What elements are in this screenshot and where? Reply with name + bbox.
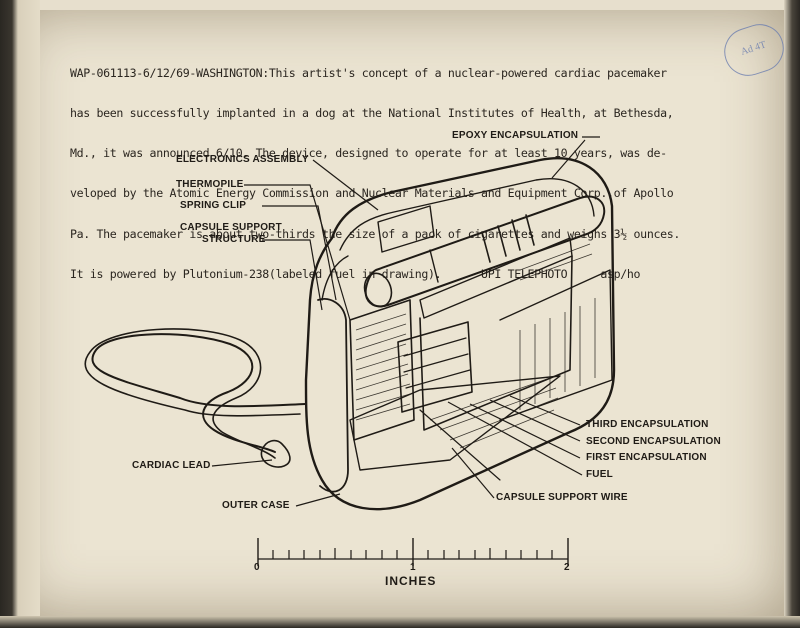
leader-cardiac xyxy=(211,459,273,467)
label-capsule-support: CAPSULE SUPPORT xyxy=(180,222,282,233)
leader-third xyxy=(509,395,581,426)
capsule-end xyxy=(363,272,393,308)
caption-line: has been successfully implanted in a dog… xyxy=(70,106,674,121)
cutaway-edge xyxy=(317,298,349,493)
base-floor xyxy=(349,375,561,471)
inner-wall xyxy=(419,255,573,431)
caption-line: It is powered by Plutonium-238(labeled f… xyxy=(70,266,641,281)
leader-thermopile xyxy=(244,184,351,321)
top-electronics xyxy=(377,205,435,253)
label-outer-case: OUTER CASE xyxy=(222,500,290,511)
label-second-encapsulation: SECOND ENCAPSULATION xyxy=(586,436,721,447)
scale-tick-1: 1 xyxy=(410,562,416,573)
paper-background xyxy=(14,10,786,616)
label-spring-clip: SPRING CLIP xyxy=(180,200,247,211)
leader-electronics xyxy=(312,159,379,211)
scale-unit: INCHES xyxy=(385,574,437,588)
leader-second xyxy=(489,399,581,442)
bottom-border xyxy=(0,616,800,628)
caption-line: Pa. The pacemaker is about two-thirds th… xyxy=(70,226,680,241)
left-border xyxy=(0,0,40,628)
support-bracket xyxy=(419,237,573,319)
fuel-capsule xyxy=(364,195,606,308)
scale-bar xyxy=(257,538,569,566)
cardiac-lead-wire xyxy=(91,333,306,453)
leader-fuel xyxy=(447,401,583,476)
case-rim xyxy=(339,178,595,251)
label-third-encapsulation: THIRD ENCAPSULATION xyxy=(586,419,709,430)
label-electronics-assembly: ELECTRONICS ASSEMBLY xyxy=(176,154,309,165)
right-border xyxy=(784,0,800,628)
leader-capsule-support xyxy=(262,239,323,311)
caption-line: Md., it was announced 6/10. The device, … xyxy=(70,146,667,161)
label-cardiac-lead: CARDIAC LEAD xyxy=(132,460,211,471)
label-first-encapsulation: FIRST ENCAPSULATION xyxy=(586,452,707,463)
side-panel xyxy=(499,269,613,421)
caption-line: WAP-061113-6/12/69-WASHINGTON:This artis… xyxy=(70,65,667,80)
leader-capsule-wire xyxy=(451,447,495,499)
capsule-collar xyxy=(481,231,491,263)
label-epoxy-encapsulation: EPOXY ENCAPSULATION xyxy=(452,130,579,141)
scale-tick-2: 2 xyxy=(564,562,570,573)
leader-spring-clip xyxy=(262,205,337,301)
outer-case xyxy=(304,157,616,511)
electronics-assembly xyxy=(397,321,473,413)
caption-text: WAP-061113-6/12/69-WASHINGTON:This artis… xyxy=(70,40,770,308)
leader-epoxy xyxy=(551,136,600,179)
label-capsule-support-structure: STRUCTURE xyxy=(202,234,266,245)
scale-tick-0: 0 xyxy=(254,562,260,573)
lead-tip xyxy=(260,439,291,468)
capsule-support-wire xyxy=(419,409,501,481)
label-capsule-support-wire: CAPSULE SUPPORT WIRE xyxy=(496,492,628,503)
label-thermopile: THERMOPILE xyxy=(176,179,244,190)
leader-outer-case xyxy=(295,493,341,507)
label-fuel: FUEL xyxy=(586,469,613,480)
leader-first xyxy=(469,403,581,459)
thermopile-block xyxy=(349,299,415,441)
